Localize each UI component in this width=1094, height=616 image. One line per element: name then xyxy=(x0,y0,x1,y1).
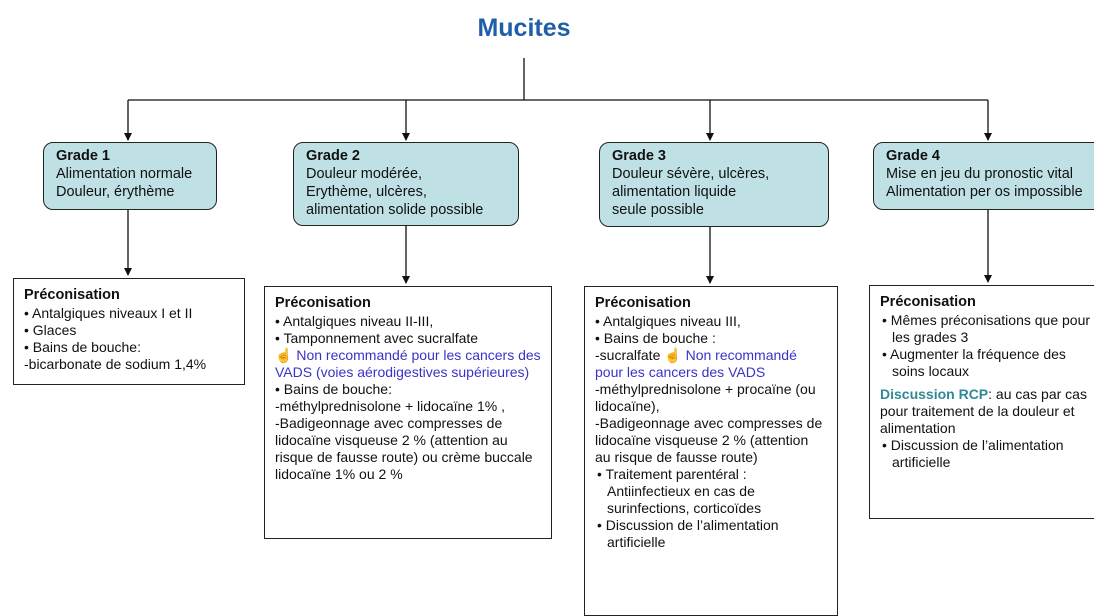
sucralfate-text: -sucralfate xyxy=(595,347,661,363)
bullet-item: • Traitement parentéral : Antiinfectieux… xyxy=(597,466,762,516)
bullet-item: • Antalgiques niveaux I et II xyxy=(24,305,193,321)
grade-3-line: alimentation liquide xyxy=(612,184,737,200)
bullet-item: • Bains de bouche: xyxy=(275,381,392,397)
grade-1-title: Grade 1 xyxy=(56,148,110,164)
grade-4-line: Mise en jeu du pronostic vital xyxy=(886,166,1073,182)
grade-4-recommendation-box: Préconisation • Mêmes préconisations que… xyxy=(869,285,1094,519)
bullet-item: • Augmenter la fréquence des soins locau… xyxy=(882,346,1066,379)
text-line: -méthylprednisolone + procaïne (ou lidoc… xyxy=(595,381,816,414)
bullet-item: • Tamponnement avec sucralfate xyxy=(275,330,479,346)
recommendation-heading: Préconisation xyxy=(595,295,691,311)
grade-4-title: Grade 4 xyxy=(886,148,940,164)
grade-2-line: Erythème, ulcères, xyxy=(306,184,427,200)
text-line: -bicarbonate de sodium 1,4% xyxy=(24,356,207,372)
recommendation-heading: Préconisation xyxy=(24,287,120,303)
grade-4-line: Alimentation per os impossible xyxy=(886,184,1083,200)
grade-2-line: alimentation solide possible xyxy=(306,202,484,218)
grade-2-box: Grade 2 Douleur modérée, Erythème, ulcèr… xyxy=(293,142,519,226)
grade-3-title: Grade 3 xyxy=(612,148,666,164)
grade-2-line: Douleur modérée, xyxy=(306,166,423,182)
text-line: -sucralfate ☝ Non recommandé pour les ca… xyxy=(595,347,827,381)
bullet-item: • Bains de bouche: xyxy=(24,339,141,355)
text-line: -méthylprednisolone + lidocaïne 1% , xyxy=(275,398,505,414)
warning-note-text: Non recommandé pour les cancers des VADS… xyxy=(275,347,541,380)
hand-icon: ☝ xyxy=(660,347,686,363)
grade-1-line: Alimentation normale xyxy=(56,166,193,182)
rcp-text: : au cas par cas pour traitement de la d… xyxy=(880,386,1087,436)
rcp-label: Discussion RCP xyxy=(880,386,989,402)
bullet-item: • Mêmes préconisations que pour les grad… xyxy=(882,312,1091,345)
warning-note-text: Non recommandé pour les cancers des VADS xyxy=(595,347,797,380)
text-line: -Badigeonnage avec compresses de lidocaï… xyxy=(275,415,533,482)
bullet-item: • Discussion de l’alimentation artificie… xyxy=(882,437,1064,470)
grade-1-line: Douleur, érythème xyxy=(56,184,175,200)
bullet-item: • Glaces xyxy=(24,322,77,338)
grade-3-recommendation-box: Préconisation • Antalgiques niveau III, … xyxy=(584,286,838,616)
grade-1-box: Grade 1 Alimentation normale Douleur, ér… xyxy=(43,142,217,210)
grade-2-recommendation-box: Préconisation • Antalgiques niveau II-II… xyxy=(264,286,552,539)
bullet-item: • Antalgiques niveau III, xyxy=(595,313,741,329)
grade-4-box: Grade 4 Mise en jeu du pronostic vital A… xyxy=(873,142,1094,210)
text-line: -Badigeonnage avec compresses de lidocaï… xyxy=(595,415,823,465)
grade-1-recommendation-box: Préconisation • Antalgiques niveaux I et… xyxy=(13,278,245,385)
bullet-item: • Bains de bouche : xyxy=(595,330,716,346)
rcp-discussion: Discussion RCP: au cas par cas pour trai… xyxy=(880,386,1094,437)
warning-note: ☝ Non recommandé pour les cancers des VA… xyxy=(275,347,541,381)
bullet-item: • Discussion de l’alimentation artificie… xyxy=(597,517,779,550)
diagram-title: Mucites xyxy=(477,14,571,42)
grade-3-line: seule possible xyxy=(612,202,704,218)
recommendation-heading: Préconisation xyxy=(275,295,371,311)
recommendation-heading: Préconisation xyxy=(880,294,976,310)
grade-3-box: Grade 3 Douleur sévère, ulcères, aliment… xyxy=(599,142,829,227)
bullet-item: • Antalgiques niveau II-III, xyxy=(275,313,434,329)
grade-3-line: Douleur sévère, ulcères, xyxy=(612,166,770,182)
hand-icon: ☝ xyxy=(275,347,297,363)
grade-2-title: Grade 2 xyxy=(306,148,360,164)
